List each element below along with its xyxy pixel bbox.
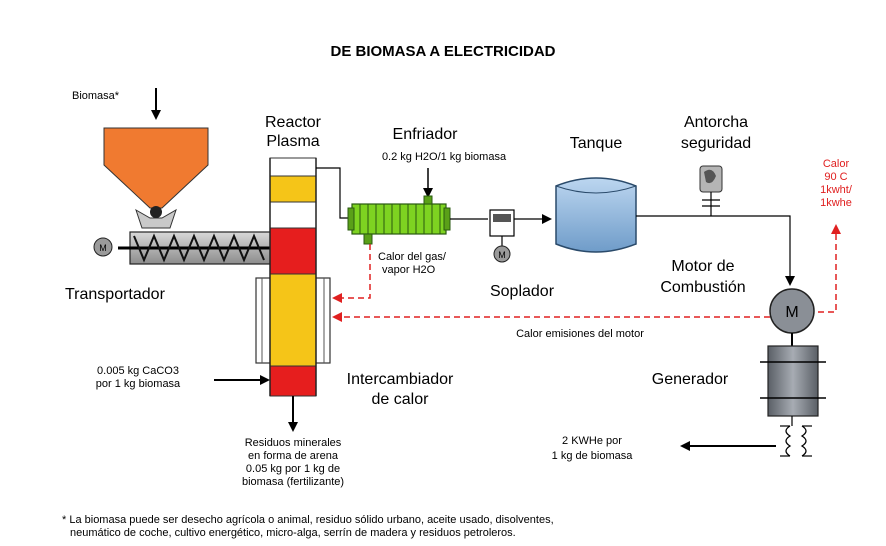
hopper-valve — [150, 206, 162, 218]
diagram-title: DE BIOMASA A ELECTRICIDAD — [331, 43, 556, 60]
blower-motor — [493, 245, 511, 263]
calor-output-label-3: 1kwht/ — [820, 184, 853, 196]
footnote-line-2: neumático de coche, cultivo energético, … — [70, 527, 516, 539]
kwhe-label-1: 2 KWHe por — [562, 435, 622, 447]
reactor-mid-white — [269, 201, 317, 229]
reactor-label-1: Reactor — [265, 114, 322, 131]
generator-body — [767, 345, 819, 417]
antorcha-label-2: seguridad — [681, 135, 751, 152]
calor-output-label-1: Calor — [823, 158, 850, 170]
transformer-coil-left — [785, 425, 792, 457]
calor-emisiones-label: Calor emisiones del motor — [516, 328, 644, 340]
reactor-label-2: Plasma — [266, 133, 319, 150]
blower-motor-label: M — [498, 250, 506, 260]
intercambiador-label-2: de calor — [372, 391, 430, 408]
motor-label-1: Motor de — [671, 258, 734, 275]
hopper — [103, 127, 209, 209]
gas-line-reactor-cooler — [316, 167, 350, 219]
generador-label: Generador — [652, 371, 729, 388]
enfriador-label: Enfriador — [393, 126, 459, 143]
tanque-label: Tanque — [570, 135, 623, 152]
intercambiador-label-1: Intercambiador — [347, 371, 454, 388]
biomasa-label: Biomasa* — [72, 90, 120, 102]
reactor-top-yellow — [269, 175, 317, 203]
cooler-heat-return — [332, 244, 371, 303]
combustion-motor-label: M — [785, 304, 798, 321]
residuos-label-1: Residuos minerales — [245, 437, 342, 449]
cooler-water-in — [423, 195, 433, 205]
enfriador-note: 0.2 kg H2O/1 kg biomasa — [382, 151, 507, 163]
conveyor-motor — [93, 237, 113, 257]
blower-body — [489, 209, 515, 237]
cooler-fins — [359, 204, 441, 234]
residuos-label-3: 0.05 kg por 1 kg de — [246, 463, 340, 475]
caco3-label-2: por 1 kg biomasa — [96, 378, 181, 390]
residuos-label-2: en forma de arena — [248, 450, 339, 462]
calor-output-label-2: 90 C — [824, 171, 847, 183]
residuos-label-4: biomasa (fertilizante) — [242, 476, 344, 488]
reactor-yellow-core — [269, 273, 317, 367]
gas-line-tank-motor — [636, 215, 795, 286]
calor-output-label-4: 1kwhe — [820, 197, 852, 209]
transformer-coil-right — [800, 425, 807, 457]
antorcha-label-1: Antorcha — [684, 114, 748, 131]
reactor-red-upper — [269, 227, 317, 275]
hopper-spout — [135, 208, 177, 229]
tank — [555, 177, 637, 253]
motor-heat-output — [818, 224, 841, 313]
reactor-top-white — [269, 157, 317, 177]
conveyor-motor-label: M — [99, 243, 107, 253]
torch-flame — [704, 169, 716, 184]
motor-label-2: Combustión — [660, 279, 745, 296]
screw-flights — [133, 233, 265, 263]
cooler-water-out — [363, 233, 373, 245]
calor-gas-label-2: vapor H2O — [382, 264, 436, 276]
reactor-red-lower — [269, 365, 317, 397]
transportador-label: Transportador — [65, 286, 166, 303]
footnote-line-1: * La biomasa puede ser desecho agrícola … — [62, 514, 554, 526]
calor-gas-label-1: Calor del gas/ — [378, 251, 447, 263]
kwhe-label-2: 1 kg de biomasa — [552, 450, 634, 462]
caco3-label-1: 0.005 kg CaCO3 — [97, 365, 179, 377]
soplador-label: Soplador — [490, 283, 555, 300]
